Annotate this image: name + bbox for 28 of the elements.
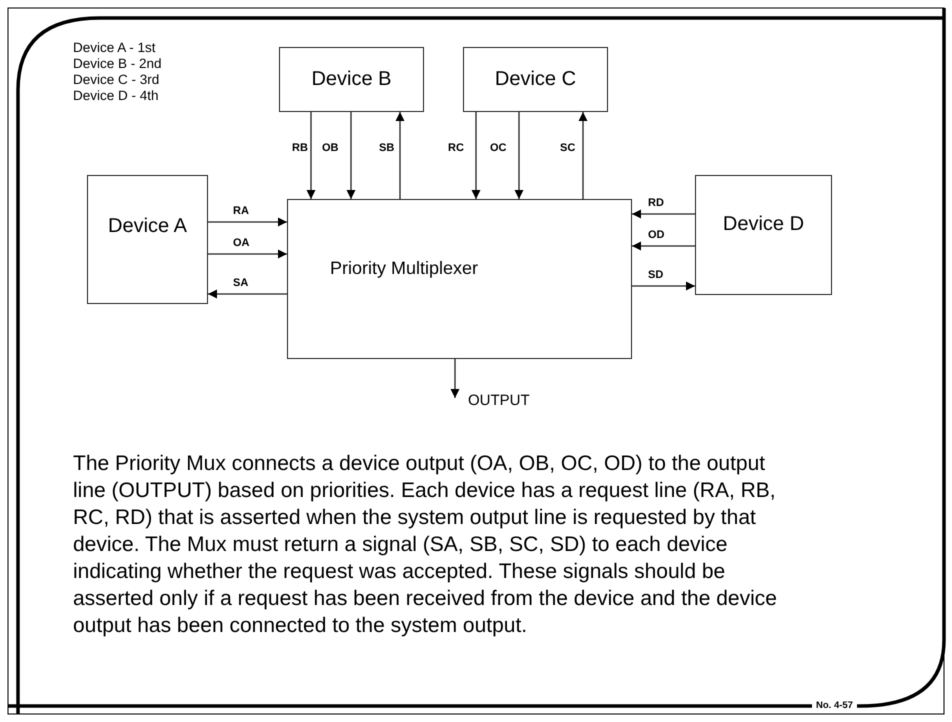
box-label: Device B (311, 68, 392, 91)
edge-label: RC (448, 142, 464, 155)
priority-note: Device A - 1st (73, 40, 156, 55)
priority-note: Device B - 2nd (73, 56, 162, 71)
device-box (279, 47, 424, 112)
edge-label: SC (560, 142, 576, 155)
edge-label: RD (648, 197, 664, 210)
box-label: Device D (722, 212, 804, 236)
edge-label: RB (292, 142, 308, 155)
edge-label: OC (490, 142, 506, 155)
edge-label: OA (233, 237, 250, 250)
priority-note: Device D - 4th (73, 88, 159, 103)
device-box (695, 175, 832, 295)
output-label: OUTPUT (468, 392, 530, 409)
edge-label: SD (648, 269, 664, 282)
box-label: Device C (494, 68, 576, 91)
box-label: Device A (108, 215, 187, 238)
edge-label: SA (233, 277, 248, 290)
edge-label: RA (233, 205, 249, 218)
device-box (463, 47, 608, 112)
description-paragraph: The Priority Mux connects a device output (OA, OB, OC, OD) to the output line (OUTPUT) based on priorities. Each device has a request line (RA, RB, RC, RD) that is asserted when the system output line is requested by that device. The Mux must return a signal (SA, SB, SC, SD) to each device indicating whether the request was accepted. These signals should be asserted only if a request has been received from the device and the device output has been connected to the system output. (73, 451, 778, 639)
box-label: Priority Multiplexer (330, 258, 478, 278)
device-box (87, 175, 208, 304)
device-box (287, 199, 632, 359)
edge-label: OB (322, 142, 338, 155)
edge-label: SB (379, 142, 394, 155)
priority-note: Device C - 3rd (73, 72, 160, 87)
edge-label: OD (648, 229, 664, 242)
